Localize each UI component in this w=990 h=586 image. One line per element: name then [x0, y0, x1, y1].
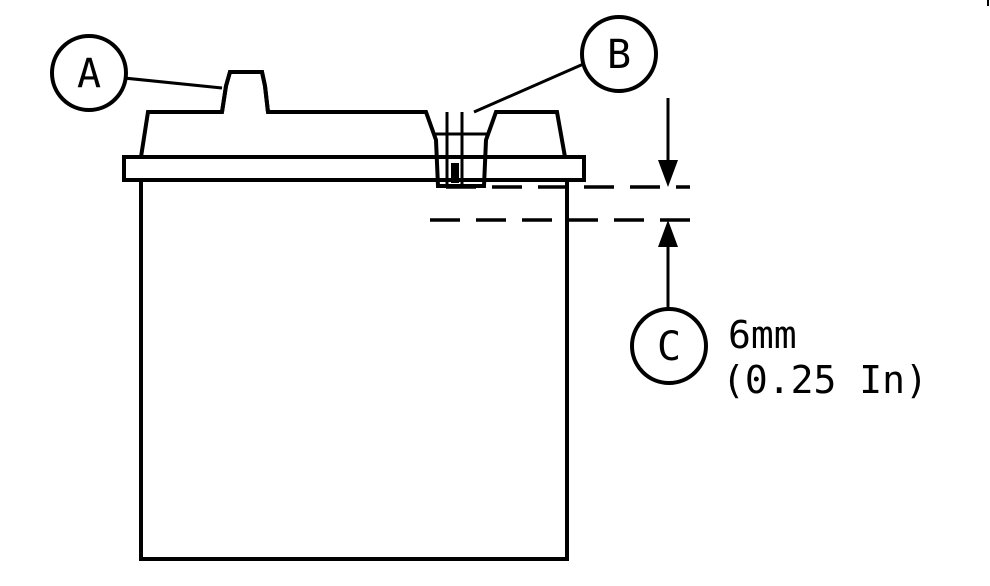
dimension-arrow-bottom [658, 220, 678, 312]
battery-lid [139, 70, 567, 188]
vent-well [433, 112, 488, 186]
callout-c: C [630, 307, 708, 385]
callout-b: B [580, 15, 658, 93]
terminal-post [220, 70, 270, 113]
dimension-imperial: (0.25 In) [722, 358, 928, 402]
callout-b-label: B [607, 32, 631, 78]
dimension-metric: 6mm [728, 313, 797, 357]
battery-case [139, 178, 569, 561]
callout-a-label: A [77, 51, 101, 97]
leader-line-a [123, 76, 223, 90]
dimension-arrow-top [658, 98, 678, 187]
battery-rim [122, 155, 586, 182]
callout-a: A [50, 34, 128, 112]
leader-line-b [473, 60, 589, 114]
callout-c-label: C [657, 324, 681, 370]
